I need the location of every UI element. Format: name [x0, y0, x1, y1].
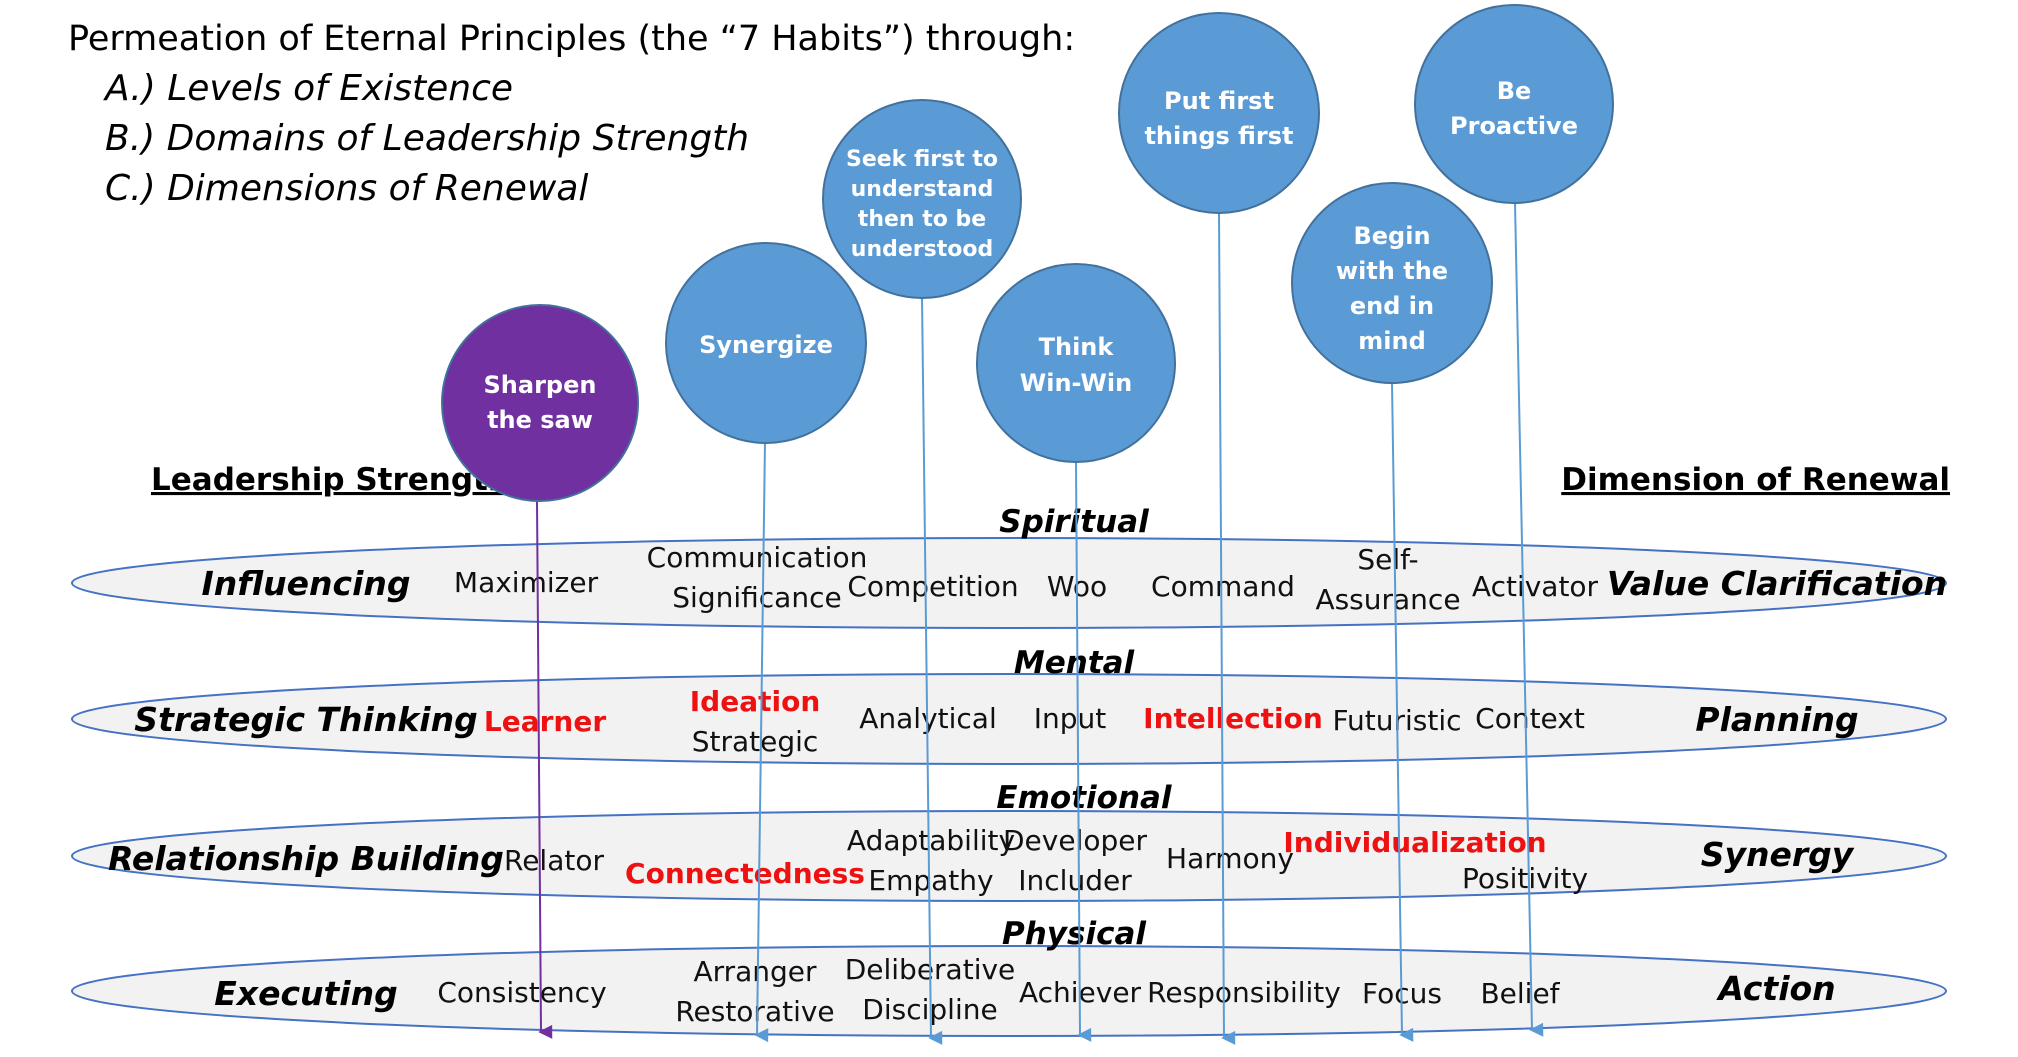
habit-begin-with-end: Begin with the end in mind: [1291, 182, 1493, 384]
talent-input: Input: [1034, 702, 1107, 735]
level-emotional: Emotional: [996, 780, 1172, 816]
habit-be-proactive: Be Proactive: [1414, 4, 1614, 204]
renewal-synergy: Synergy: [1701, 835, 1855, 874]
arrow-put-first: [1218, 212, 1236, 1045]
page-title: Permeation of Eternal Principles (the “7…: [68, 19, 1075, 59]
header-dimension-renewal: Dimension of Renewal: [1561, 462, 1950, 498]
bubble-put-first: [1118, 12, 1320, 214]
talent-adaptability: Adaptability: [847, 824, 1015, 857]
talent-includer: Includer: [1018, 864, 1132, 897]
habit-label: then to be: [858, 207, 986, 232]
talent-arranger: Arranger: [693, 955, 817, 988]
header-leadership-strength: Leadership Strength: [151, 462, 510, 498]
talent-strategic: Strategic: [692, 725, 819, 758]
habit-label: mind: [1358, 327, 1426, 355]
talent-intellection: Intellection: [1143, 702, 1323, 735]
arrow-think-win-win: [1075, 462, 1092, 1042]
talent-command: Command: [1151, 570, 1295, 603]
habit-label: Win-Win: [1020, 369, 1132, 397]
ring-influencing: [71, 537, 1947, 629]
habit-sharpen-the-saw: Sharpen the saw: [441, 304, 639, 502]
strength-executing: Executing: [214, 974, 397, 1013]
renewal-action: Action: [1715, 969, 1835, 1008]
habit-label: Think: [1039, 333, 1115, 361]
strength-influencing: Influencing: [201, 564, 410, 603]
renewal-value-clarification: Value Clarification: [1607, 564, 1947, 603]
arrow-sharpen-the-saw: [536, 499, 553, 1039]
strength-relationship-building: Relationship Building: [108, 839, 504, 878]
talent-competition: Competition: [847, 570, 1018, 603]
habit-synergize: Synergize: [665, 242, 867, 444]
talent-positivity: Positivity: [1462, 862, 1588, 895]
habit-put-first: Put first things first: [1118, 12, 1320, 214]
habit-label: Proactive: [1450, 112, 1578, 140]
bubble-seek-first: [822, 99, 1022, 299]
talents-relationship-building: Relator Connectedness Adaptability Empat…: [504, 824, 1588, 897]
habit-label: Sharpen: [484, 371, 597, 399]
talent-empathy: Empathy: [868, 864, 993, 897]
talent-connectedness: Connectedness: [625, 857, 865, 890]
arrow-be-proactive: [1514, 202, 1544, 1037]
talent-responsibility: Responsibility: [1147, 976, 1341, 1009]
arrow-seek-first: [921, 296, 943, 1045]
habit-label: the saw: [487, 406, 593, 434]
habit-seek-first: Seek first to understand then to be unde…: [822, 99, 1022, 299]
talent-self: Self-: [1357, 543, 1418, 576]
subtitle-levels: A.) Levels of Existence: [103, 68, 513, 109]
talent-communication: Communication: [647, 541, 868, 574]
bubble-think-win-win: [976, 263, 1176, 463]
talent-context: Context: [1475, 702, 1585, 735]
talents-influencing: Maximizer Communication Significance Com…: [454, 541, 1599, 616]
habit-label: understood: [851, 237, 993, 262]
habit-label: Seek first to: [846, 147, 998, 172]
bubble-synergize: [665, 242, 867, 444]
talent-restorative: Restorative: [675, 995, 834, 1028]
habit-label: understand: [851, 177, 994, 202]
habit-think-win-win: Think Win-Win: [976, 263, 1176, 463]
talent-developer: Developer: [1003, 824, 1147, 857]
bubble-begin-with-end: [1291, 182, 1493, 384]
level-physical: Physical: [1002, 916, 1146, 952]
arrow-synergize: [754, 440, 769, 1043]
talent-learner: Learner: [484, 705, 606, 738]
talent-ideation: Ideation: [690, 685, 821, 718]
talent-consistency: Consistency: [437, 976, 606, 1009]
habit-arrows: [536, 202, 1544, 1045]
talent-harmony: Harmony: [1166, 842, 1294, 875]
ring-strategic-thinking: [71, 673, 1947, 765]
subtitle-domains: B.) Domains of Leadership Strength: [105, 118, 749, 159]
subtitle-dimensions: C.) Dimensions of Renewal: [105, 168, 588, 209]
level-mental: Mental: [1014, 645, 1135, 681]
habit-label: Begin: [1353, 222, 1430, 250]
strength-strategic-thinking: Strategic Thinking: [134, 700, 477, 739]
talent-significance: Significance: [672, 581, 841, 614]
talent-activator: Activator: [1472, 570, 1599, 603]
talent-assurance: Assurance: [1315, 583, 1460, 616]
talent-relator: Relator: [504, 844, 604, 877]
bubble-be-proactive: [1414, 4, 1614, 204]
arrow-begin-with-end: [1391, 382, 1414, 1042]
habit-label: with the: [1336, 257, 1448, 285]
renewal-planning: Planning: [1695, 700, 1858, 739]
habit-label: Synergize: [699, 331, 833, 359]
habit-label: end in: [1350, 292, 1434, 320]
habit-label: things first: [1144, 122, 1293, 150]
talent-individualization: Individualization: [1283, 826, 1546, 859]
level-spiritual: Spiritual: [999, 504, 1149, 540]
bubble-sharpen-the-saw: [441, 304, 639, 502]
talent-belief: Belief: [1480, 977, 1560, 1010]
talent-maximizer: Maximizer: [454, 566, 599, 599]
habit-label: Put first: [1164, 87, 1274, 115]
habit-label: Be: [1497, 77, 1532, 105]
